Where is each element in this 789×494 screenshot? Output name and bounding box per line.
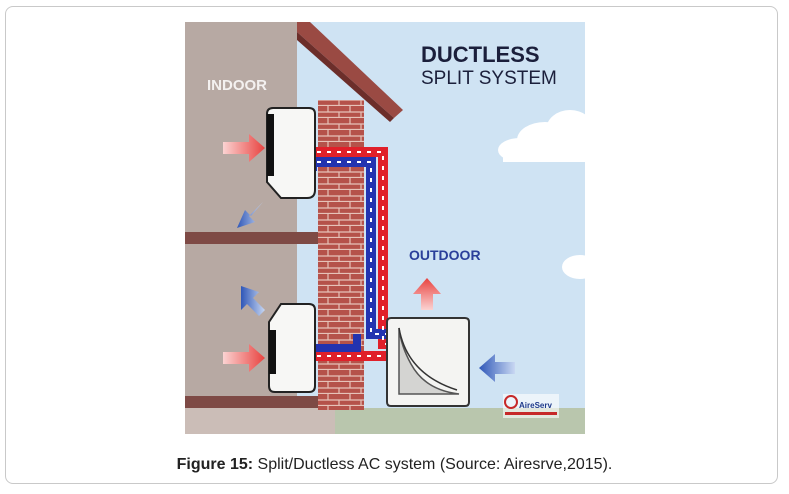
roof xyxy=(297,22,403,118)
cool-air-out-arrow-lower xyxy=(241,286,265,316)
logo-text: AireServ xyxy=(519,401,552,410)
flow-dashes xyxy=(317,151,399,357)
indoor-floor xyxy=(185,408,335,434)
indoor-unit-upper xyxy=(266,107,316,199)
hot-air-out-arrow xyxy=(413,278,441,310)
diagram-title-line2: SPLIT SYSTEM xyxy=(421,68,557,89)
indoor-unit-lower xyxy=(268,303,316,393)
outdoor-air-in-arrow xyxy=(479,354,515,382)
ductless-split-system-illustration: AireServ DUCTLESS SPLIT SYSTEM INDOOR OU… xyxy=(185,22,585,434)
warm-air-in-arrow-upper xyxy=(223,134,265,162)
outdoor-unit xyxy=(386,317,470,407)
outdoor-label: OUTDOOR xyxy=(409,247,481,263)
warm-air-in-arrow-lower xyxy=(223,344,265,372)
roof-edge xyxy=(297,32,394,122)
figure-caption-text: Split/Ductless AC system (Source: Airesr… xyxy=(253,456,613,473)
indoor-label: INDOOR xyxy=(207,77,267,94)
aireserv-logo: AireServ xyxy=(503,394,559,418)
floor-divider xyxy=(185,396,321,408)
cool-air-out-arrow-upper xyxy=(237,202,263,228)
diagram-title-line1: DUCTLESS xyxy=(421,42,540,67)
cloud-shape xyxy=(562,255,585,279)
figure-caption: Figure 15: Split/Ductless AC system (Sou… xyxy=(0,456,789,474)
cloud-shape xyxy=(498,110,585,162)
figure-caption-label: Figure 15: xyxy=(176,456,254,473)
brick-wall xyxy=(318,100,364,410)
floor-divider xyxy=(185,232,321,244)
